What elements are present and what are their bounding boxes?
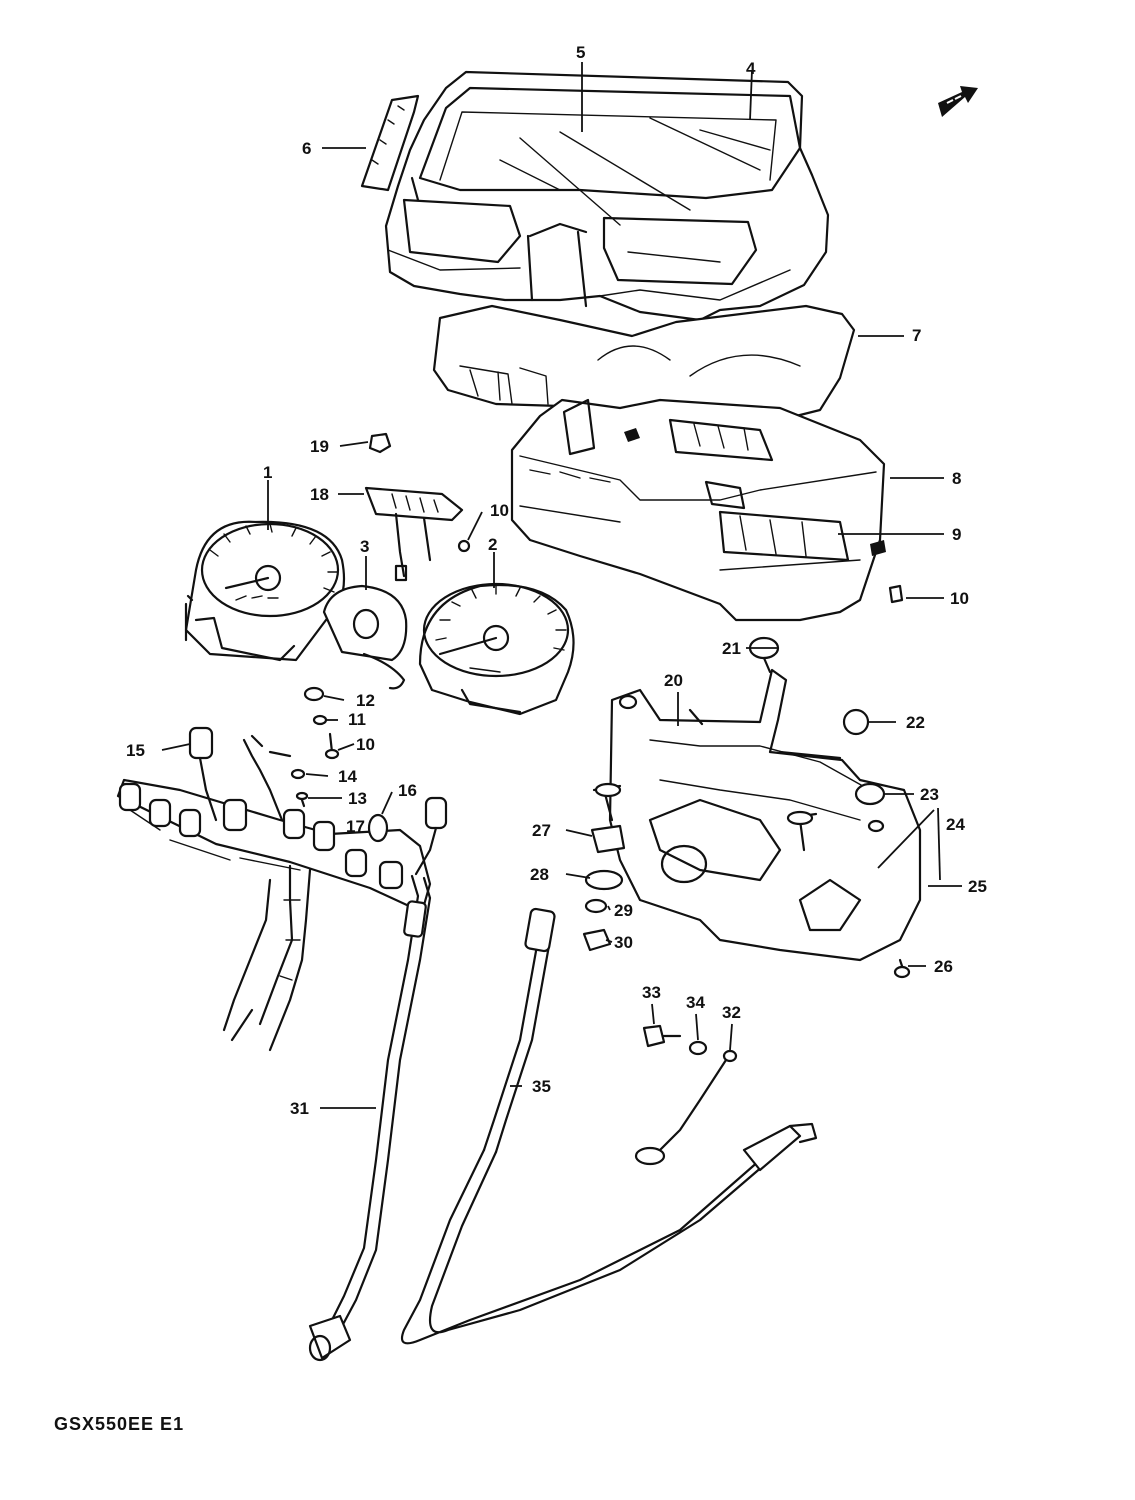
- callout-14: 13: [348, 789, 367, 808]
- part-36-tachometer-cable: [400, 907, 782, 1345]
- callout-33: 32: [722, 1003, 741, 1022]
- callout-18: 17: [346, 817, 365, 836]
- callout-10-left: 10: [490, 501, 509, 520]
- part-32-speedometer-cable: [308, 874, 432, 1362]
- callout-21: 20: [664, 671, 683, 690]
- part-18-bulb: [367, 813, 389, 843]
- callout-16: 15: [126, 741, 145, 760]
- callout-20: 19: [310, 437, 329, 456]
- callout-10-right: 10: [950, 589, 969, 608]
- callout-labels: 5 4 6 7 8 9 10 10 18 19 1 3 2 12 11 10 1…: [54, 43, 987, 1434]
- callout-7: 7: [912, 326, 921, 345]
- callout-5: 5: [576, 43, 585, 62]
- leader-lines: [161, 62, 962, 1109]
- callout-28: 27: [532, 821, 551, 840]
- callout-35: 34: [686, 993, 705, 1012]
- part-7-case: [432, 304, 856, 422]
- callout-9: 9: [952, 525, 961, 544]
- callout-32: 31: [290, 1099, 309, 1118]
- callout-12: 11: [348, 710, 366, 729]
- callout-25: 24: [946, 815, 965, 834]
- callout-23: 22: [906, 713, 925, 732]
- part-16-wiring-harness: [116, 726, 448, 1052]
- mount-hardware: [582, 782, 818, 952]
- part-21-bracket: [608, 636, 922, 962]
- callout-34: 33: [642, 983, 661, 1002]
- part-meter-cover: [384, 70, 830, 322]
- callout-11: 10: [356, 735, 375, 754]
- small-hardware-left: [290, 539, 471, 808]
- callout-26: 25: [968, 877, 987, 896]
- callout-6: 6: [302, 139, 311, 158]
- part-19-socket-plate: [364, 486, 464, 582]
- callout-22: 21: [722, 639, 741, 658]
- part-1-speedometer: [184, 520, 346, 662]
- callout-4: 4: [746, 59, 756, 78]
- part-33-ground-wire: [634, 1024, 818, 1172]
- part-8-lower-case: [510, 398, 886, 622]
- callout-15: 14: [338, 767, 357, 786]
- part-20-grommet: [368, 432, 392, 454]
- callout-3: 3: [360, 537, 369, 556]
- callout-31: 30: [614, 933, 633, 952]
- callout-30: 29: [614, 901, 633, 920]
- callout-19: 18: [310, 485, 329, 504]
- front-direction-arrow-icon: [938, 86, 978, 117]
- callout-2: 2: [488, 535, 497, 554]
- callout-36: 35: [532, 1077, 551, 1096]
- callout-1: 1: [263, 463, 272, 482]
- diagram-code: GSX550EE E1: [54, 1414, 184, 1434]
- callout-17: 16: [398, 781, 417, 800]
- callout-13: 12: [356, 691, 375, 710]
- callout-24: 23: [920, 785, 939, 804]
- callout-29: 28: [530, 865, 549, 884]
- callout-27: 26: [934, 957, 953, 976]
- part-3-gauge: [322, 584, 408, 690]
- callout-8: 8: [952, 469, 961, 488]
- part-6-bracket: [360, 94, 420, 192]
- part-2-tachometer: [418, 582, 575, 716]
- small-hardware-right: [842, 540, 911, 979]
